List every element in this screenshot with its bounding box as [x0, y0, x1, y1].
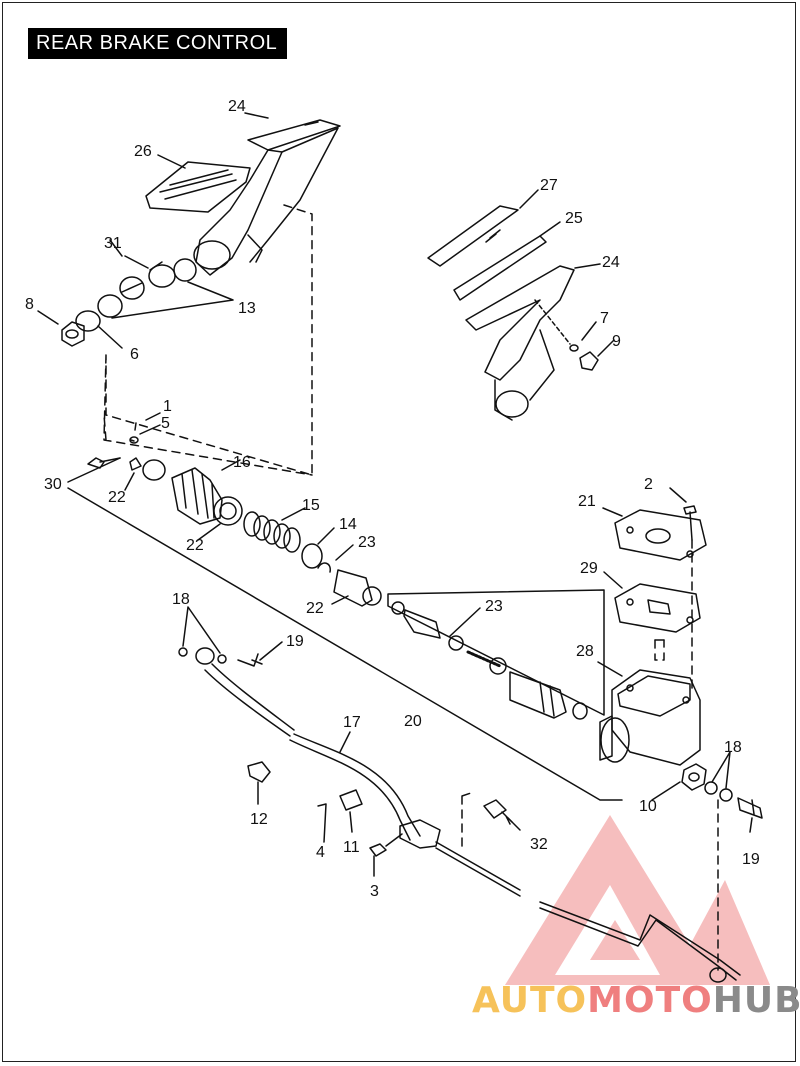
- watermark-part-3: HUB: [712, 980, 800, 1021]
- label-26: 26: [134, 143, 152, 160]
- label-1: 1: [163, 398, 172, 415]
- reservoir-cap: [614, 509, 707, 561]
- label-19-b: 19: [742, 851, 760, 868]
- label-12: 12: [250, 811, 268, 828]
- label-6: 6: [130, 346, 139, 363]
- label-5: 5: [161, 415, 170, 432]
- label-30: 30: [44, 476, 62, 493]
- label-29: 29: [580, 560, 598, 577]
- label-22-c: 22: [306, 600, 324, 617]
- watermark-part-2: MOTO: [587, 980, 713, 1021]
- label-22-b: 22: [186, 537, 204, 554]
- pedal-pad: [145, 161, 251, 213]
- watermark-logo: [505, 815, 770, 985]
- label-14: 14: [339, 516, 357, 533]
- label-25: 25: [565, 210, 583, 227]
- label-19-a: 19: [286, 633, 304, 650]
- label-27: 27: [540, 177, 558, 194]
- label-4: 4: [316, 844, 325, 861]
- label-24: 24: [228, 98, 246, 115]
- label-10: 10: [639, 798, 657, 815]
- bolt: [87, 457, 105, 469]
- spring: [243, 511, 301, 553]
- master-cylinder: [611, 669, 701, 766]
- piston-assembly: [509, 671, 567, 719]
- nut-right: [681, 763, 707, 791]
- label-32: 32: [530, 836, 548, 853]
- watermark-part-1: AUTO: [472, 980, 588, 1021]
- pedal-lever: [247, 119, 341, 151]
- label-23-a: 23: [358, 534, 376, 551]
- brake-line: [435, 841, 741, 976]
- label-15: 15: [302, 497, 320, 514]
- watermark-text: AUTOMOTOHUB: [472, 980, 800, 1021]
- diaphragm: [614, 583, 701, 633]
- label-18-b: 18: [724, 739, 742, 756]
- diagram-title: REAR BRAKE CONTROL: [28, 28, 288, 59]
- label-13: 13: [238, 300, 256, 317]
- nut: [61, 321, 85, 347]
- label-2: 2: [644, 476, 653, 493]
- label-7: 7: [600, 310, 609, 327]
- label-9: 9: [612, 333, 621, 350]
- label-8: 8: [25, 296, 34, 313]
- part-labels: 24 26 31 13 8 6 27 25 24 7 9 1 5 16 30 2…: [25, 98, 760, 900]
- label-28: 28: [576, 643, 594, 660]
- label-17: 17: [343, 714, 361, 731]
- label-16: 16: [233, 454, 251, 471]
- label-20: 20: [404, 713, 422, 730]
- label-24-right: 24: [602, 254, 620, 271]
- label-22-a: 22: [108, 489, 126, 506]
- label-18-a: 18: [172, 591, 190, 608]
- label-3: 3: [370, 883, 379, 900]
- brake-switch: [483, 799, 507, 819]
- screw: [683, 505, 697, 541]
- clamp: [247, 761, 271, 783]
- label-23-b: 23: [485, 598, 503, 615]
- label-11: 11: [343, 839, 360, 856]
- brake-hose: [204, 669, 291, 737]
- label-21: 21: [578, 493, 596, 510]
- label-31: 31: [104, 235, 122, 252]
- pedal-pad-right: [427, 205, 519, 267]
